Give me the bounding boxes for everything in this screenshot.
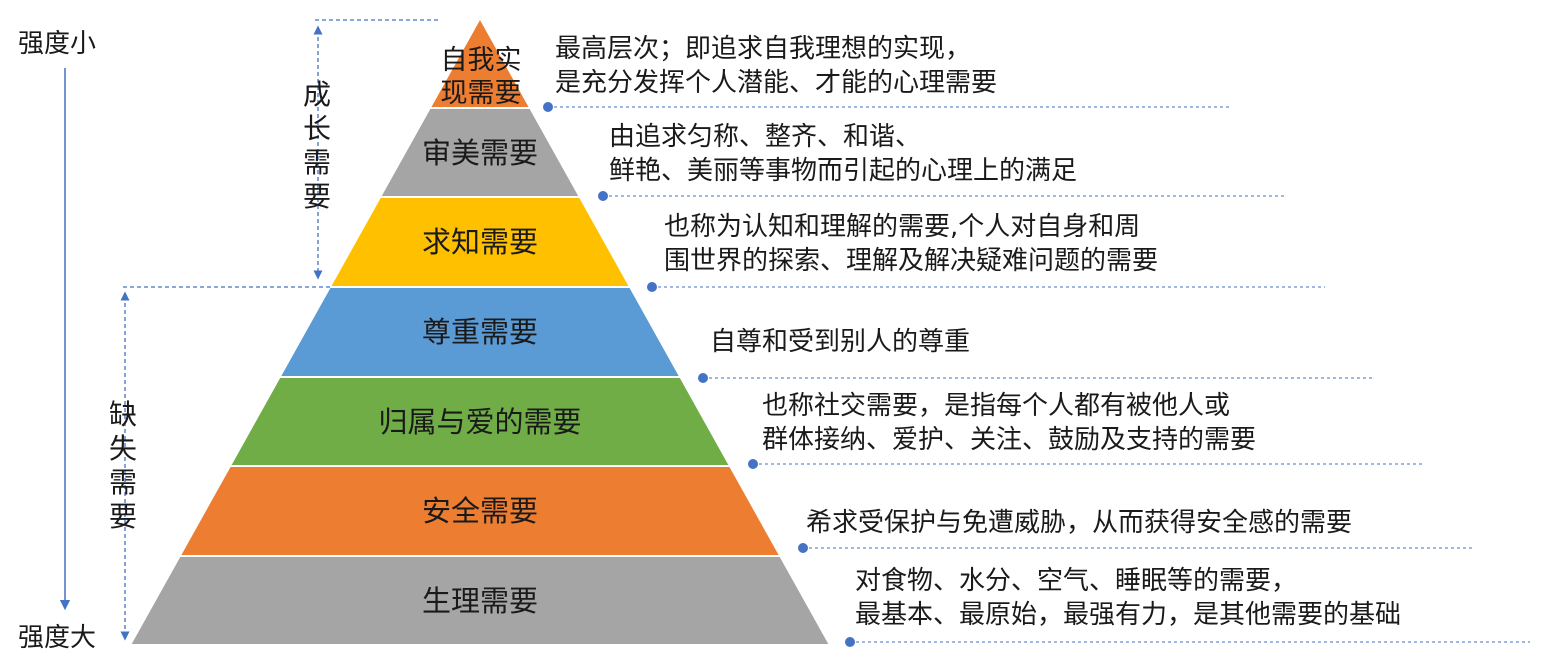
tier-label-line: 现需要 (440, 78, 522, 109)
connector-dot-esteem (698, 373, 708, 383)
description-line: 对食物、水分、空气、睡眠等的需要， (855, 566, 1298, 596)
description-line: 也称社交需要，是指每个人都有被他人或 (762, 391, 1231, 421)
tier-label-line: 归属与爱的需要 (378, 404, 582, 439)
description-line: 围世界的探索、理解及解决疑难问题的需要 (664, 246, 1159, 276)
tier-physiological (128, 555, 832, 646)
connector-dot-safety (798, 543, 808, 553)
description-line: 自尊和受到别人的尊重 (710, 327, 971, 357)
description-line: 是充分发挥个人潜能、才能的心理需要 (555, 68, 998, 98)
group-label-growth: 成长需要 (302, 78, 331, 213)
tier-label-line: 尊重需要 (421, 315, 539, 349)
tier-label-cognitive: 求知需要 (422, 225, 538, 259)
description-aesthetic: 由追求匀称、整齐、和谐、鲜艳、美丽等事物而引起的心理上的满足 (609, 120, 1077, 188)
tier-label-physiological: 生理需要 (422, 584, 538, 618)
connector-dot-aesthetic (598, 191, 608, 201)
pyramid-tiers (128, 15, 832, 646)
tier-label-safety: 安全需要 (422, 494, 538, 528)
description-line: 由追求匀称、整齐、和谐、 (609, 122, 922, 152)
tier-label-esteem: 尊重需要 (422, 315, 538, 349)
tier-label-line: 生理需要 (421, 583, 539, 618)
description-line: 鲜艳、美丽等事物而引起的心理上的满足 (609, 156, 1078, 186)
description-line: 也称为认知和理解的需要,个人对自身和周 (664, 212, 1141, 242)
connector-dot-self-actualization (543, 102, 553, 112)
tier-label-aesthetic: 审美需要 (422, 136, 538, 170)
guide-lines (59, 19, 1530, 647)
tier-label-line: 审美需要 (421, 135, 539, 170)
description-self-actualization: 最高层次；即追求自我理想的实现， 是充分发挥个人潜能、才能的心理需要 (555, 32, 997, 100)
description-safety: 希求受保护与免遭威胁，从而获得安全感的需要 (806, 506, 1352, 540)
description-line: 最高层次；即追求自我理想的实现， (555, 34, 972, 64)
description-physiological: 对食物、水分、空气、睡眠等的需要， 最基本、最原始，最强有力，是其他需要的基础 (855, 564, 1401, 632)
connector-dot-belonging-love (748, 459, 758, 469)
description-esteem: 自尊和受到别人的尊重 (710, 325, 970, 359)
description-line: 希求受保护与免遭威胁，从而获得安全感的需要 (806, 508, 1353, 538)
scale-top-label: 强度小 (18, 29, 97, 59)
tier-label-self-actualization: 自我实现需要 (441, 44, 522, 110)
connector-dot-cognitive (647, 282, 657, 292)
tier-label-line: 求知需要 (421, 225, 539, 259)
group-label-deficiency: 缺失需要 (108, 398, 137, 533)
description-cognitive: 也称为认知和理解的需要,个人对自身和周围世界的探索、理解及解决疑难问题的需要 (664, 210, 1158, 278)
tier-label-belonging-love: 归属与爱的需要 (378, 405, 581, 439)
tier-label-line: 自我实 (440, 45, 522, 76)
connector-dot-physiological (845, 637, 855, 647)
scale-bottom-label: 强度大 (18, 623, 97, 653)
description-belonging-love: 也称社交需要，是指每个人都有被他人或群体接纳、爱护、关注、鼓励及支持的需要 (762, 389, 1256, 457)
description-line: 最基本、最原始，最强有力，是其他需要的基础 (855, 600, 1402, 630)
tier-label-line: 安全需要 (421, 494, 539, 528)
description-line: 群体接纳、爱护、关注、鼓励及支持的需要 (762, 425, 1257, 455)
